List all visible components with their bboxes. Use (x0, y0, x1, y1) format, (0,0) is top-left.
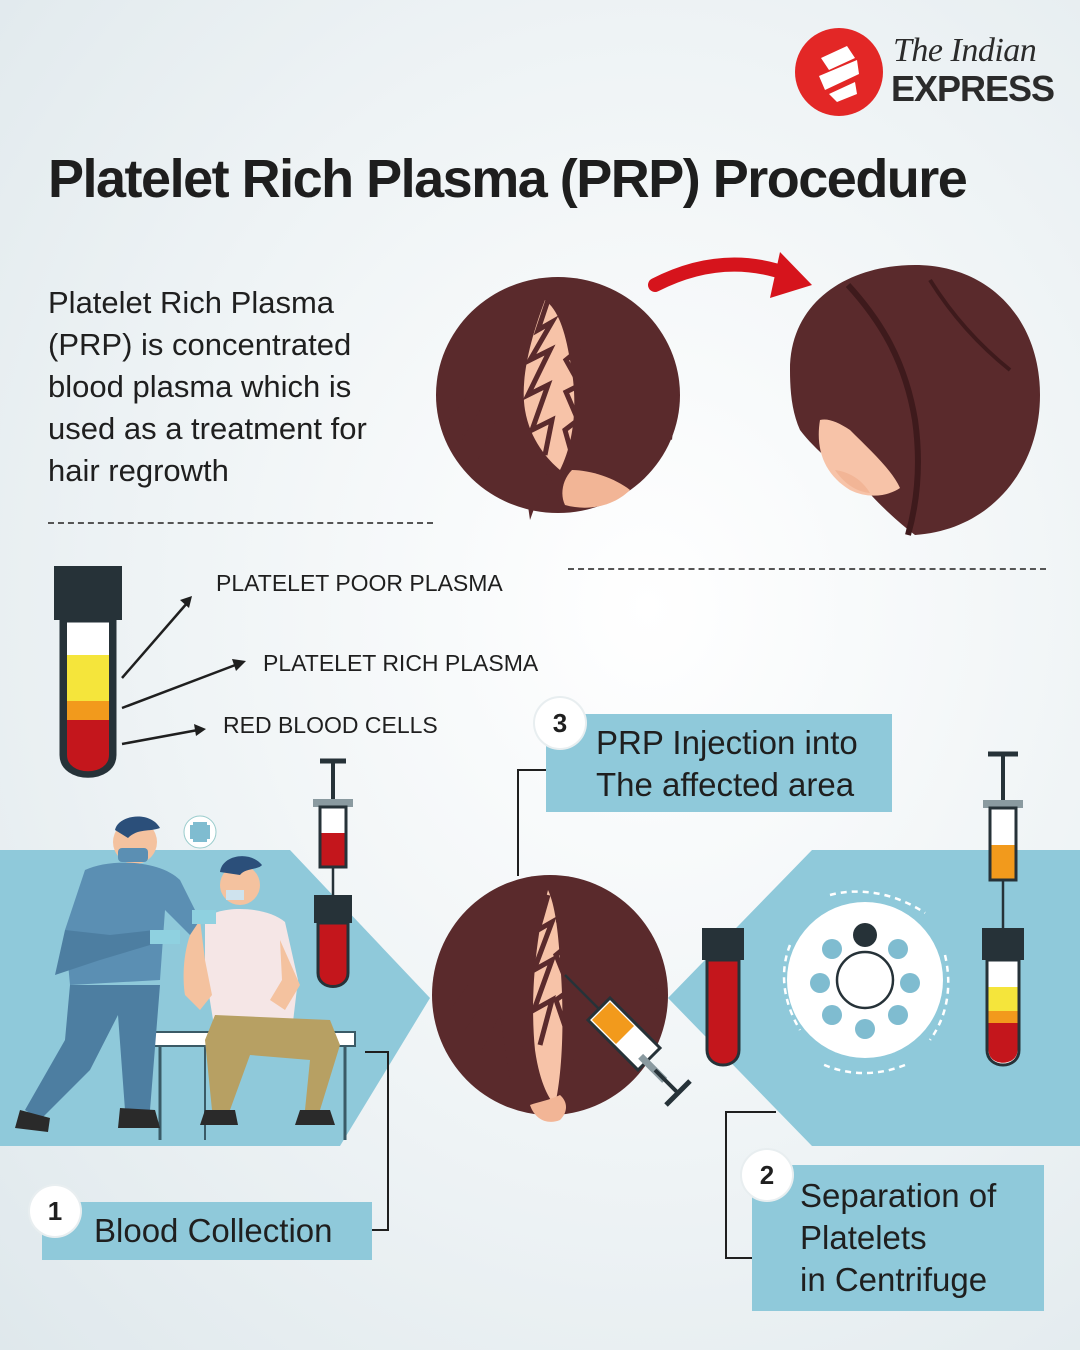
intro-text: Platelet Rich Plasma (PRP) is concentrat… (48, 285, 367, 488)
step-1-number-badge: 1 (30, 1186, 80, 1236)
page-title: Platelet Rich Plasma (PRP) Procedure (48, 149, 968, 209)
step-1-label: Blood Collection (94, 1212, 333, 1249)
step-3-label-line2: The affected area (596, 766, 855, 803)
step-2-label-line3: in Centrifuge (800, 1261, 988, 1298)
separated-blood-tube-icon (982, 928, 1024, 1067)
step-2-number-badge: 2 (742, 1150, 792, 1200)
prp-test-tube-diagram (54, 566, 246, 778)
full-hair-head-icon (790, 265, 1040, 536)
platelet-poor-layer (64, 655, 112, 701)
brand-mark-icon (795, 28, 883, 116)
step-2-label-line2: Platelets (800, 1219, 927, 1256)
centrifuge-illustration (702, 751, 1024, 1075)
step-2-label-line1: Separation of (800, 1177, 997, 1214)
step-3-number-badge: 3 (535, 698, 585, 748)
platelet-rich-layer (64, 701, 112, 720)
red-blood-cell-layer (64, 720, 112, 773)
step-2-box: Separation of Platelets in Centrifuge (752, 1165, 1044, 1311)
step-3-box: PRP Injection into The affected area (546, 714, 892, 812)
step-1-box: Blood Collection (42, 1202, 372, 1260)
label-platelet-rich-plasma: PLATELET RICH PLASMA (263, 650, 539, 676)
blood-collection-illustration (15, 815, 356, 1140)
label-red-blood-cells: RED BLOOD CELLS (223, 712, 438, 738)
injection-head-illustration (432, 875, 692, 1122)
prp-syringe-icon (564, 974, 692, 1107)
brand-name-line2: EXPRESS (891, 68, 1055, 109)
label-platelet-poor-plasma: PLATELET POOR PLASMA (216, 570, 503, 596)
blood-syringe-and-tube-icon (313, 758, 353, 988)
hair-comparison-illustration (436, 252, 1040, 536)
centrifuge-rotor-icon (782, 890, 950, 1075)
improvement-arrow-icon (648, 257, 797, 292)
whole-blood-tube-icon (702, 928, 744, 1067)
divider-right (568, 568, 1046, 570)
doctor-figure-icon (15, 816, 216, 1132)
brand-name-line1: The Indian (893, 32, 1037, 69)
divider-left (48, 522, 433, 524)
patient-figure-icon (183, 856, 340, 1125)
step-3-label-line1: PRP Injection into (596, 724, 858, 761)
tube-cap-icon (54, 566, 122, 620)
thinning-hair-head-icon (436, 277, 680, 520)
prp-extraction-syringe-icon (983, 751, 1023, 928)
brand-logo: The Indian EXPRESS (795, 28, 1065, 118)
